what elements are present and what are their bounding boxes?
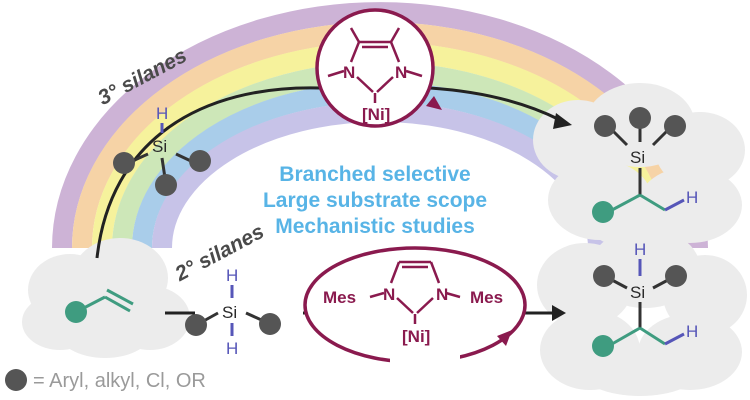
catalyst-top-n-left: N xyxy=(343,63,355,82)
substituent-dot xyxy=(629,107,651,129)
alkene-molecule xyxy=(65,288,134,323)
product-bottom-h-top: H xyxy=(634,240,646,259)
catalyst-bottom-n-right: N xyxy=(436,285,448,304)
product-bottom-si: Si xyxy=(630,283,645,302)
catalyst-bottom-ni: [Ni] xyxy=(402,327,430,346)
substituent-dot xyxy=(155,174,177,196)
substituent-dot xyxy=(185,314,207,336)
secondary-h-bottom: H xyxy=(226,339,238,358)
substituent-dot xyxy=(594,115,616,137)
catalyst-bottom-n-left: N xyxy=(383,285,395,304)
headline-line-1: Branched selective xyxy=(279,163,470,186)
catalyst-bottom-mes-right: Mes xyxy=(470,288,503,307)
substituent-dot xyxy=(259,313,281,335)
product-top-molecule xyxy=(592,107,686,223)
product-bottom-molecule xyxy=(592,259,687,357)
catalyst-top xyxy=(315,8,442,128)
headline-line-2: Large substrate scope xyxy=(263,189,487,212)
product-top-si: Si xyxy=(630,148,645,167)
arrowheads xyxy=(552,113,572,321)
catalyst-bottom xyxy=(303,246,527,368)
cycle-arrowhead xyxy=(426,96,442,110)
legend-dot xyxy=(5,369,27,391)
legend-text: = Aryl, alkyl, Cl, OR xyxy=(33,370,206,392)
headline-line-3: Mechanistic studies xyxy=(275,215,475,238)
tertiary-si-label: Si xyxy=(152,137,167,156)
catalyst-top-n-right: N xyxy=(395,63,407,82)
substituent-dot xyxy=(664,115,686,137)
tertiary-h-label: H xyxy=(156,104,168,123)
substituent-dot xyxy=(665,265,687,287)
product-bottom-h: H xyxy=(686,322,698,341)
product-top-h: H xyxy=(686,188,698,207)
substituent-dot xyxy=(189,150,211,172)
substituent-dot xyxy=(592,335,614,357)
catalyst-top-ni: [Ni] xyxy=(362,105,390,124)
tertiary-silane-molecule xyxy=(113,123,211,196)
cycle-arrowhead xyxy=(497,330,512,346)
catalyst-bottom-mes-left: Mes xyxy=(323,288,356,307)
secondary-silanes-label: 2° silanes xyxy=(171,220,268,286)
secondary-si-label: Si xyxy=(222,303,237,322)
secondary-silane-molecule xyxy=(185,285,281,336)
substituent-dot xyxy=(113,152,135,174)
substituent-dot xyxy=(593,265,615,287)
secondary-h-top: H xyxy=(226,266,238,285)
substituent-dot xyxy=(592,201,614,223)
cloud-right-bottom xyxy=(537,228,747,396)
substituent-dot xyxy=(65,301,87,323)
